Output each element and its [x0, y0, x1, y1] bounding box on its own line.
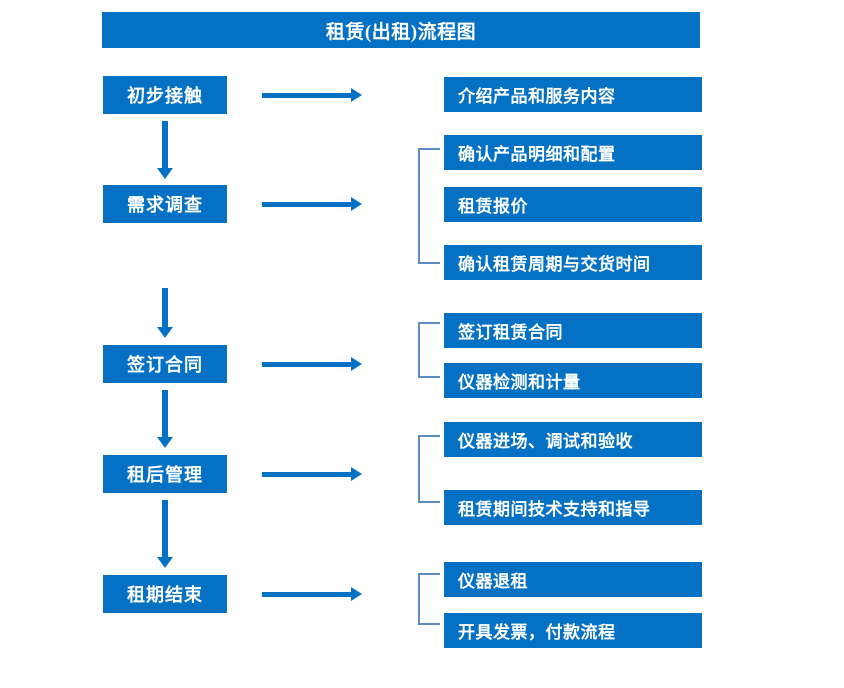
detail-box-instrument-delivery[interactable]: 仪器进场、调试和验收	[444, 422, 702, 457]
stage-box-initial-contact[interactable]: 初步接触	[103, 76, 227, 114]
down-arrow-needs-to-contract	[157, 288, 173, 338]
right-arrow-lease-end	[262, 587, 362, 601]
group-bracket-lease-end	[418, 573, 440, 625]
down-arrow-contract-to-management	[157, 390, 173, 448]
group-bracket-needs-survey	[418, 148, 440, 264]
detail-box-confirm-lease-period[interactable]: 确认租赁周期与交货时间	[444, 245, 702, 280]
diagram-title: 租赁(出租)流程图	[102, 12, 700, 48]
detail-box-instrument-return[interactable]: 仪器退租	[444, 562, 702, 597]
stage-box-post-rental-management[interactable]: 租后管理	[103, 455, 227, 493]
right-arrow-post-rental-management	[262, 467, 362, 481]
down-arrow-management-to-lease-end	[157, 500, 173, 568]
group-bracket-sign-contract	[418, 322, 440, 378]
right-arrow-sign-contract	[262, 357, 362, 371]
stage-box-sign-contract[interactable]: 签订合同	[103, 345, 227, 383]
right-arrow-initial-contact	[262, 88, 362, 102]
group-bracket-post-rental-management	[418, 435, 440, 503]
detail-box-invoice-payment[interactable]: 开具发票，付款流程	[444, 613, 702, 648]
right-arrow-needs-survey	[262, 197, 362, 211]
stage-box-lease-end[interactable]: 租期结束	[103, 575, 227, 613]
detail-box-rental-quotation[interactable]: 租赁报价	[444, 187, 702, 222]
stage-box-needs-survey[interactable]: 需求调查	[103, 185, 227, 223]
detail-box-technical-support[interactable]: 租赁期间技术支持和指导	[444, 490, 702, 525]
detail-box-sign-lease-agreement[interactable]: 签订租赁合同	[444, 313, 702, 348]
detail-box-confirm-product-spec[interactable]: 确认产品明细和配置	[444, 135, 702, 170]
detail-box-introduce-products[interactable]: 介绍产品和服务内容	[444, 77, 702, 112]
detail-box-instrument-testing[interactable]: 仪器检测和计量	[444, 363, 702, 398]
down-arrow-initial-to-needs	[157, 121, 173, 179]
